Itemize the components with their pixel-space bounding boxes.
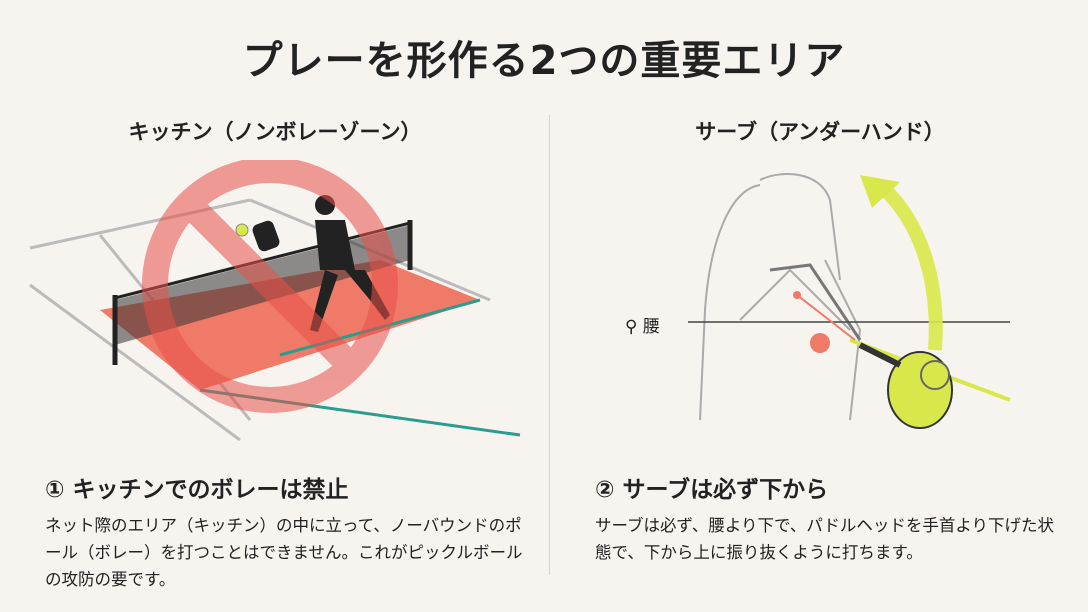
divider [549, 115, 550, 575]
waist-label: ⚲ 腰 [625, 317, 660, 337]
kitchen-body: ネット際のエリア（キッチン）の中に立って、ノーバウンドのポール（ボレー）を打つこ… [45, 516, 523, 589]
page-title: プレーを形作る2つの重要エリア [242, 38, 846, 84]
ball-icon [235, 223, 249, 237]
serve-heading: ② サーブは必ず下から [595, 477, 829, 503]
serve-subtitle: サーブ（アンダーハンド） [695, 120, 945, 144]
prohibit-icon [142, 160, 398, 413]
kitchen-heading: ① キッチンでのボレーは禁止 [45, 477, 349, 503]
serve-body: サーブは必ず、腰より下で、パドルヘッドを手首より下げた状態で、下から上に振り抜く… [595, 516, 1055, 562]
kitchen-subtitle: キッチン（ノンボレーゾーン） [128, 120, 422, 144]
ball-icon [920, 360, 950, 390]
kitchen-court-illustration [29, 160, 521, 442]
swing-arrow-icon [875, 179, 943, 351]
serve-illustration [688, 173, 1011, 429]
